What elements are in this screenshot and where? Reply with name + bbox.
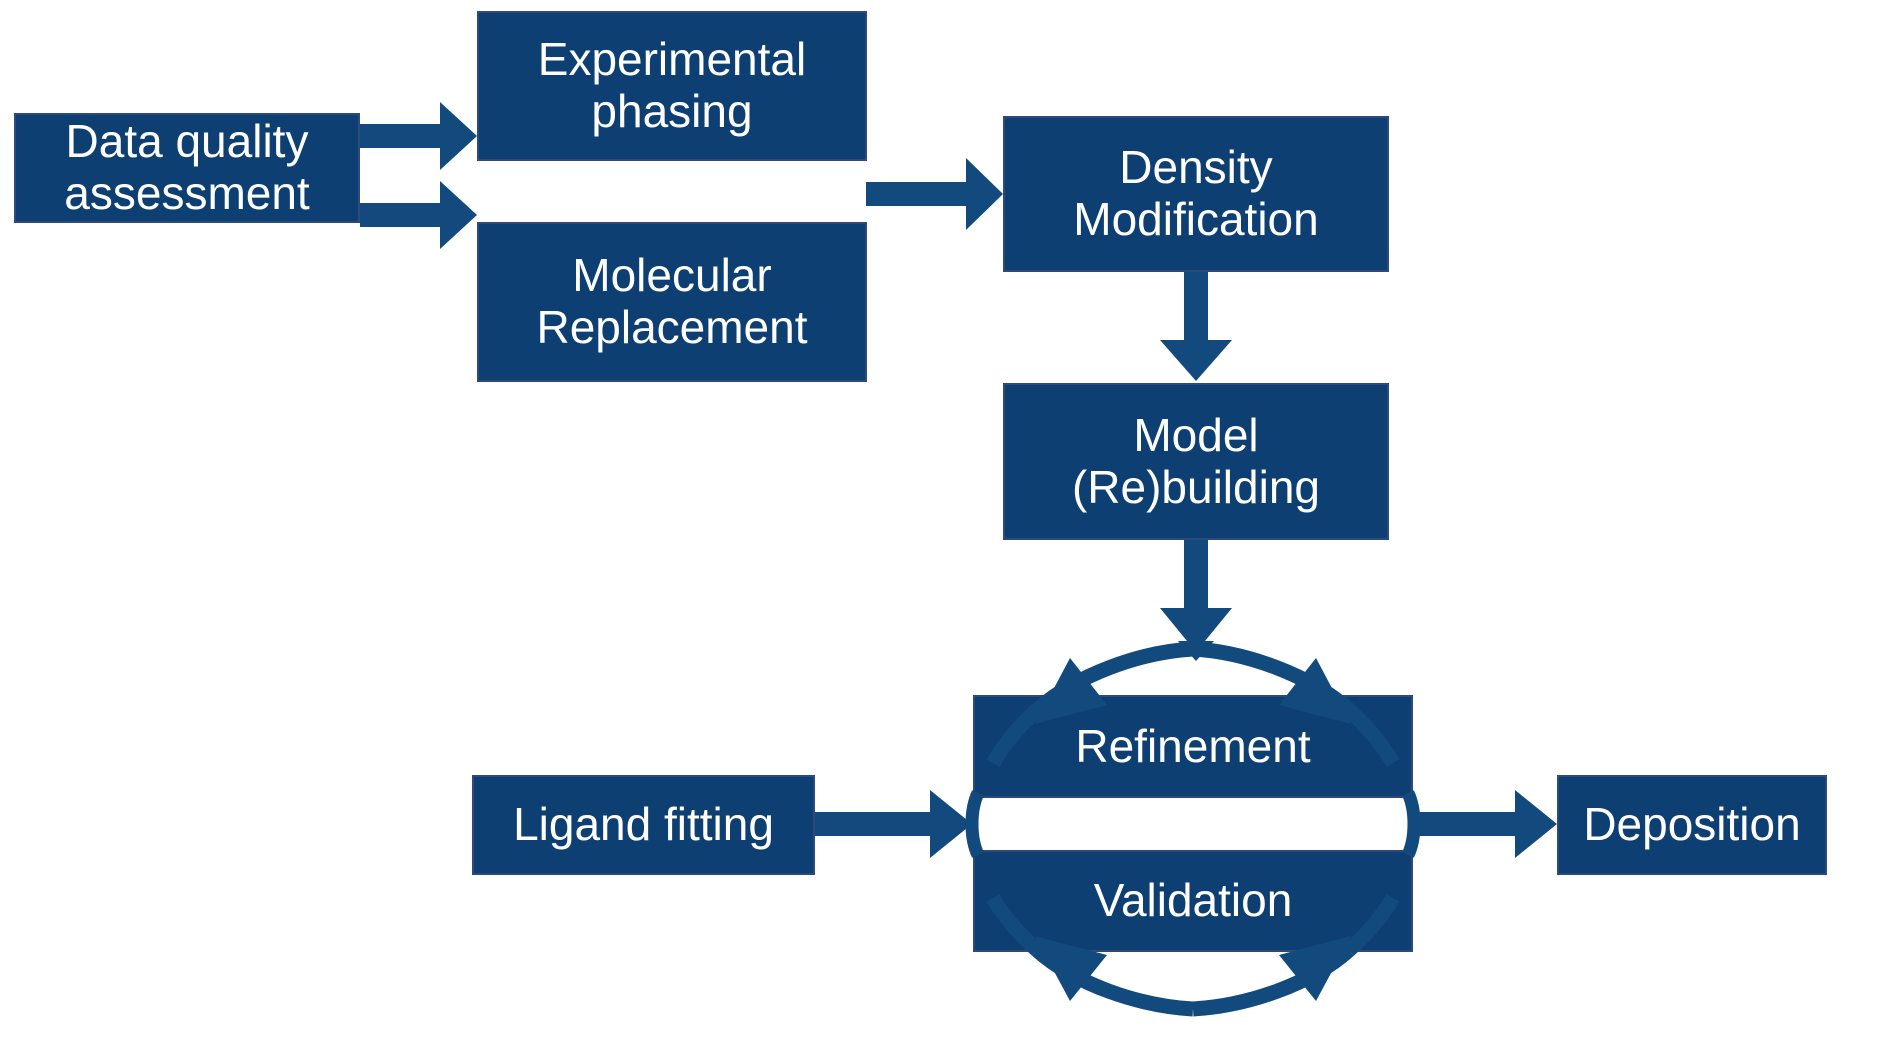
arrow-model-rebuilding-to-refinement [1160,540,1232,652]
node-validation[interactable]: Validation [973,850,1413,952]
node-density-modification[interactable]: Density Modification [1003,116,1389,272]
node-deposition[interactable]: Deposition [1557,775,1827,875]
node-data-quality-assessment[interactable]: Data quality assessment [14,113,360,223]
node-label: Experimental phasing [537,33,807,137]
node-ligand-fitting[interactable]: Ligand fitting [472,775,815,875]
node-label: Ligand fitting [513,798,774,851]
node-molecular-replacement[interactable]: Molecular Replacement [477,222,867,382]
arrow-phasing-to-density-modification [866,158,1003,230]
arrow-ligand-fitting-to-cycle [815,790,972,858]
arrow-dqa-to-molecular-replacement [360,181,477,249]
node-label: Data quality assessment [64,115,310,219]
node-label: Refinement [1075,719,1311,772]
node-label: Molecular Replacement [536,249,808,353]
arrow-dqa-to-experimental-phasing [360,102,477,170]
arrow-cycle-to-deposition [1410,790,1557,858]
arrow-density-modification-to-model-rebuilding [1160,272,1232,381]
node-refinement[interactable]: Refinement [973,695,1413,798]
node-label: Density Modification [1073,141,1319,245]
node-label: Model (Re)building [1071,408,1320,513]
node-label: Validation [1093,874,1293,927]
node-label: Deposition [1583,798,1801,851]
node-experimental-phasing[interactable]: Experimental phasing [477,11,867,161]
node-model-rebuilding[interactable]: Model (Re)building [1003,383,1389,540]
